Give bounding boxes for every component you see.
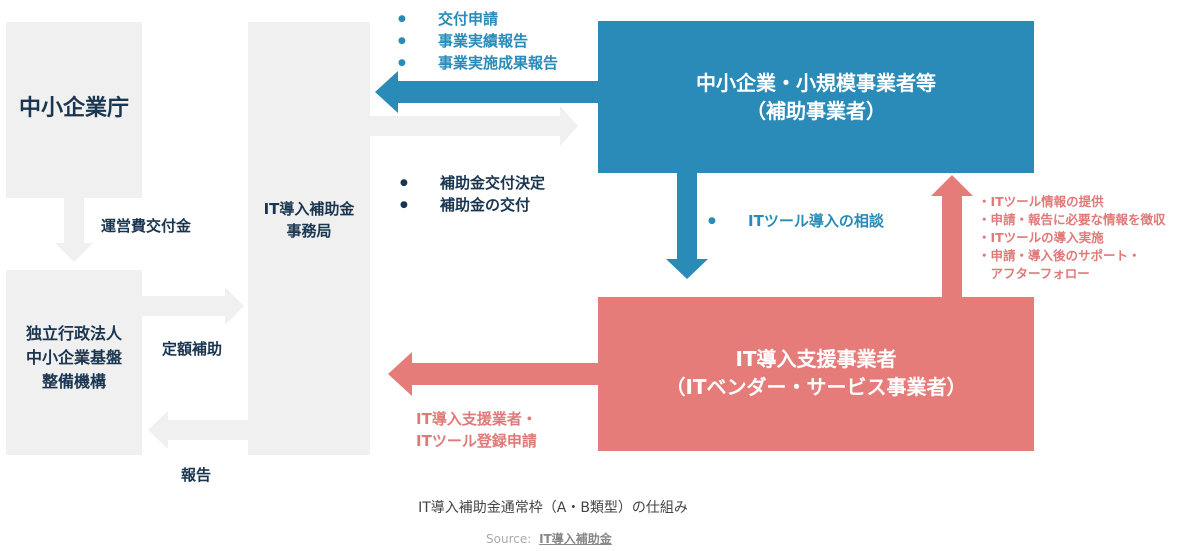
it-vendor-box: IT導入支援事業者 （ITベンダー・サービス事業者） — [598, 297, 1034, 451]
vendor-register-label: IT導入支援業者・ ITツール登録申請 — [416, 408, 537, 452]
sme-businesses-line-1: 中小企業・小規模事業者等 — [696, 71, 936, 95]
arrow-vendor-support — [931, 175, 973, 297]
decision-item: 補助金の交付 — [400, 194, 545, 216]
vendor-support-item: アフターフォロー — [978, 266, 1090, 281]
application-list: 交付申請 事業実績報告 事業実施成果報告 — [398, 8, 558, 74]
vendor-support-item: ・ITツールの導入実施 — [978, 230, 1104, 245]
arrow-operating-grant — [55, 198, 93, 262]
smrj-label: 独立行政法人 中小企業基盤 整備機構 — [6, 322, 142, 394]
vendor-support-list: ・ITツール情報の提供 ・申請・報告に必要な情報を徴収 ・ITツールの導入実施 … — [978, 193, 1166, 283]
vendor-support-item: ・申請・報告に必要な情報を徴収 — [978, 212, 1166, 227]
arrow-report — [148, 411, 248, 449]
arrow-application — [375, 71, 598, 113]
source-label: Source: — [486, 532, 532, 546]
decision-item: 補助金交付決定 — [400, 172, 545, 194]
smrj-line-1: 独立行政法人 — [25, 324, 122, 343]
smrj-line-2: 中小企業基盤 — [25, 348, 122, 367]
secretariat-line-2: 事務局 — [286, 222, 332, 240]
fixed-subsidy-label: 定額補助 — [162, 340, 223, 358]
arrow-consult — [666, 173, 708, 279]
secretariat-label: IT導入補助金 事務局 — [248, 198, 370, 242]
application-item: 交付申請 — [398, 8, 558, 30]
secretariat-box: IT導入補助金 事務局 — [248, 22, 370, 455]
report-label: 報告 — [181, 466, 212, 484]
sme-businesses-box: 中小企業・小規模事業者等 （補助事業者） — [598, 21, 1034, 173]
vendor-register-line-1: IT導入支援業者・ — [416, 410, 537, 428]
diagram-caption: IT導入補助金通常枠（A・B類型）の仕組み — [418, 500, 688, 516]
consult-list: ITツール導入の相談 — [708, 210, 884, 232]
it-vendor-line-1: IT導入支援事業者 — [735, 347, 897, 371]
source-link[interactable]: IT導入補助金 — [539, 532, 612, 546]
sme-agency-box: 中小企業庁 — [6, 22, 142, 198]
sme-agency-label: 中小企業庁 — [18, 96, 129, 121]
vendor-register-line-2: ITツール登録申請 — [416, 432, 537, 450]
consult-item: ITツール導入の相談 — [708, 210, 884, 232]
arrow-decision — [370, 106, 578, 146]
smrj-line-3: 整備機構 — [41, 372, 106, 391]
secretariat-line-1: IT導入補助金 — [263, 200, 355, 218]
operating-grant-label: 運営費交付金 — [101, 217, 192, 235]
arrow-fixed-subsidy — [142, 287, 244, 325]
vendor-support-item: ・ITツール情報の提供 — [978, 194, 1104, 209]
vendor-support-item: ・申請・導入後のサポート・ — [978, 248, 1141, 263]
sme-businesses-line-2: （補助事業者） — [746, 99, 886, 123]
smrj-box: 独立行政法人 中小企業基盤 整備機構 — [6, 270, 142, 455]
it-vendor-label: IT導入支援事業者 （ITベンダー・サービス事業者） — [598, 345, 1034, 401]
arrow-vendor-register — [388, 352, 598, 396]
application-item: 事業実施成果報告 — [398, 52, 558, 74]
decision-list: 補助金交付決定 補助金の交付 — [400, 172, 545, 216]
application-item: 事業実績報告 — [398, 30, 558, 52]
it-vendor-line-2: （ITベンダー・サービス事業者） — [665, 375, 967, 399]
sme-businesses-label: 中小企業・小規模事業者等 （補助事業者） — [598, 69, 1034, 125]
source-line: Source: IT導入補助金 — [486, 530, 612, 547]
